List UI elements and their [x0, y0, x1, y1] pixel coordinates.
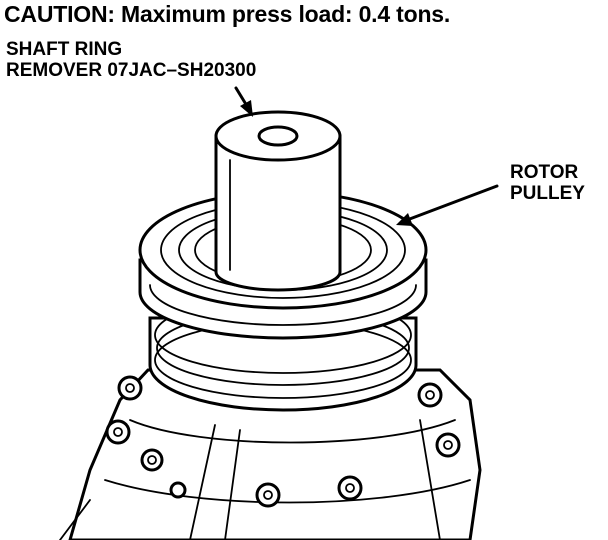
rotor-label-line-1: ROTOR [510, 162, 579, 183]
caution-note: CAUTION: Maximum press load: 0.4 tons. [4, 1, 451, 27]
rotor-pulley-label: ROTOR PULLEY [510, 162, 585, 204]
compressor-housing [59, 368, 482, 540]
rotor-label-line-2: PULLEY [510, 182, 585, 204]
rotor-arrow [396, 184, 499, 226]
housing-bolts [105, 375, 461, 508]
tool-label-line-1: SHAFT RING [6, 39, 123, 60]
tool-arrow [234, 86, 253, 117]
tool-label-line-2: REMOVER 07JAC–SH20300 [6, 59, 257, 81]
shaft-ring-remover-tool [214, 110, 342, 292]
tool-label: SHAFT RING REMOVER 07JAC–SH20300 [6, 39, 257, 81]
